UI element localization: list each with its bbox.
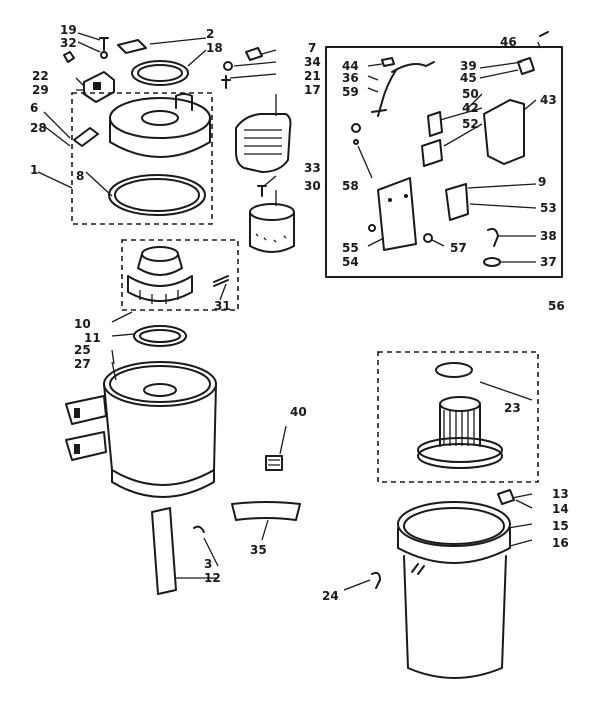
part-label: 19 <box>60 23 77 37</box>
part-label: 52 <box>462 117 479 131</box>
part-label: 30 <box>304 179 321 193</box>
knob-46 <box>517 31 549 75</box>
clip-part <box>63 51 75 63</box>
part-label: 59 <box>342 85 359 99</box>
part-label: 58 <box>342 179 359 193</box>
part-label: 55 <box>342 241 359 255</box>
drum-tank <box>397 501 511 679</box>
part-label: 36 <box>342 71 359 85</box>
part-label: 35 <box>250 543 267 557</box>
part-label: 9 <box>538 175 546 189</box>
hook-38 <box>487 227 499 247</box>
switch-assembly <box>351 111 469 251</box>
filter-cartridge <box>249 203 295 253</box>
part-label: 32 <box>60 36 77 50</box>
part-label: 16 <box>552 536 569 550</box>
cartridge-filter <box>417 396 503 469</box>
part-label: 25 <box>74 343 91 357</box>
part-label: 43 <box>540 93 557 107</box>
part-label: 56 <box>548 299 565 313</box>
part-label: 34 <box>304 55 321 69</box>
part-label: 14 <box>552 502 569 516</box>
bracket-part <box>151 507 205 595</box>
part-label: 53 <box>540 201 557 215</box>
part-label: 10 <box>74 317 91 331</box>
part-label: 37 <box>540 255 557 269</box>
electrical-parts-box <box>325 46 563 278</box>
part-label: 29 <box>32 83 49 97</box>
cap-37 <box>483 257 501 267</box>
part-label: 15 <box>552 519 569 533</box>
part-label: 54 <box>342 255 359 269</box>
latch-part <box>497 489 515 505</box>
motor-part <box>127 246 229 304</box>
cord-part <box>371 57 435 117</box>
gasket-plate <box>117 39 147 54</box>
part-label: 22 <box>32 69 49 83</box>
part-label: 42 <box>462 101 479 115</box>
part-label: 18 <box>206 41 223 55</box>
part-label: 33 <box>304 161 321 175</box>
knob-part <box>73 127 99 147</box>
part-label: 24 <box>322 589 339 603</box>
part-label: 6 <box>30 101 38 115</box>
part-label: 2 <box>206 27 214 41</box>
part-label: 44 <box>342 59 359 73</box>
clip-40 <box>265 455 283 471</box>
part-label: 39 <box>460 59 477 73</box>
filter-disc <box>435 362 473 378</box>
part-label: 8 <box>76 169 84 183</box>
part-label: 11 <box>84 331 101 345</box>
part-label: 7 <box>308 41 316 55</box>
part-label: 31 <box>214 299 231 313</box>
part-label: 40 <box>290 405 307 419</box>
lid-group-box <box>71 92 213 225</box>
part-label: 38 <box>540 229 557 243</box>
part-label: 12 <box>204 571 221 585</box>
part-label: 23 <box>504 401 521 415</box>
part-label: 28 <box>30 121 47 135</box>
filter-group-box <box>377 351 539 483</box>
leader-lines <box>37 32 541 591</box>
label-plate <box>231 501 301 521</box>
part-label: 27 <box>74 357 91 371</box>
part-label: 1 <box>30 163 38 177</box>
intake-ring <box>133 325 187 347</box>
right-bracket <box>483 99 525 165</box>
power-head-body <box>65 361 217 498</box>
hook-24 <box>371 571 381 589</box>
motor-group-box <box>121 239 239 311</box>
part-label: 46 <box>500 35 517 49</box>
part-label: 3 <box>204 557 212 571</box>
filter-part <box>235 113 292 173</box>
lid-top <box>109 93 211 158</box>
part-label: 45 <box>460 71 477 85</box>
part-label: 50 <box>462 87 479 101</box>
part-label: 13 <box>552 487 569 501</box>
pin-part <box>257 185 267 197</box>
switch-part <box>83 71 115 103</box>
part-label: 17 <box>304 83 321 97</box>
part-label: 21 <box>304 69 321 83</box>
ring-part <box>131 60 189 86</box>
small-parts <box>221 47 263 89</box>
part-label: 57 <box>450 241 467 255</box>
screw-part <box>99 37 109 59</box>
lid-gasket-ring <box>108 174 206 216</box>
